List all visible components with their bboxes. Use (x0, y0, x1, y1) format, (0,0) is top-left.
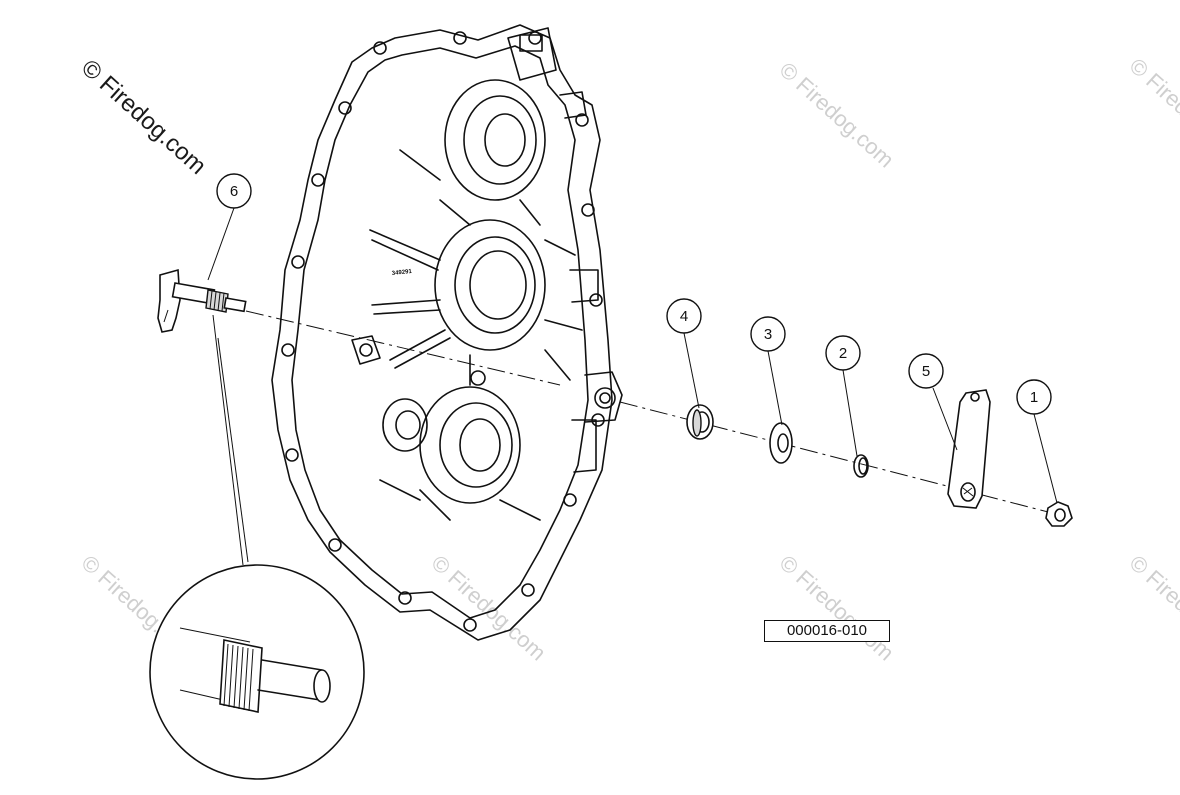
figure-id-label: 000016-010 (764, 620, 890, 642)
callout-6-label: 6 (230, 183, 238, 200)
callout-2: 2 (825, 335, 861, 371)
callout-6: 6 (216, 173, 252, 209)
detail-leader-left (212, 314, 244, 566)
lower-bearing-boss (419, 386, 521, 504)
casting-number: 349291 (392, 269, 413, 277)
watermark-faint: © Firedog.com (1125, 550, 1180, 665)
shift-shaft-part (157, 268, 247, 333)
callout-5: 5 (908, 353, 944, 389)
callout-1-label: 1 (1030, 389, 1038, 406)
assembly-centerline (245, 310, 1061, 516)
callout-leaders (207, 207, 1058, 504)
upper-bearing-boss (444, 79, 546, 201)
callout-4-label: 4 (680, 308, 688, 325)
callout-3: 3 (750, 316, 786, 352)
retaining-ring-part (853, 454, 869, 478)
gearbox-housing: 349291 (271, 24, 623, 641)
callout-1: 1 (1016, 379, 1052, 415)
watermark-faint: © Firedog.com (775, 57, 899, 172)
callout-3-label: 3 (764, 326, 772, 343)
detail-leader-right (217, 337, 249, 563)
nut-part (1045, 501, 1073, 527)
callout-5-label: 5 (922, 363, 930, 380)
middle-bearing-boss (434, 219, 546, 351)
detail-view (149, 564, 365, 780)
watermark-main: © Firedog.com (76, 54, 211, 180)
washer-part (769, 422, 793, 464)
callout-2-label: 2 (839, 345, 847, 362)
watermark-faint: © Firedog.com (1125, 53, 1180, 168)
seal-part (686, 404, 714, 440)
callout-4: 4 (666, 298, 702, 334)
shift-arm-part (947, 389, 991, 509)
housing-ribs (369, 149, 583, 521)
watermark-faint: © Firedog.com (775, 550, 899, 665)
